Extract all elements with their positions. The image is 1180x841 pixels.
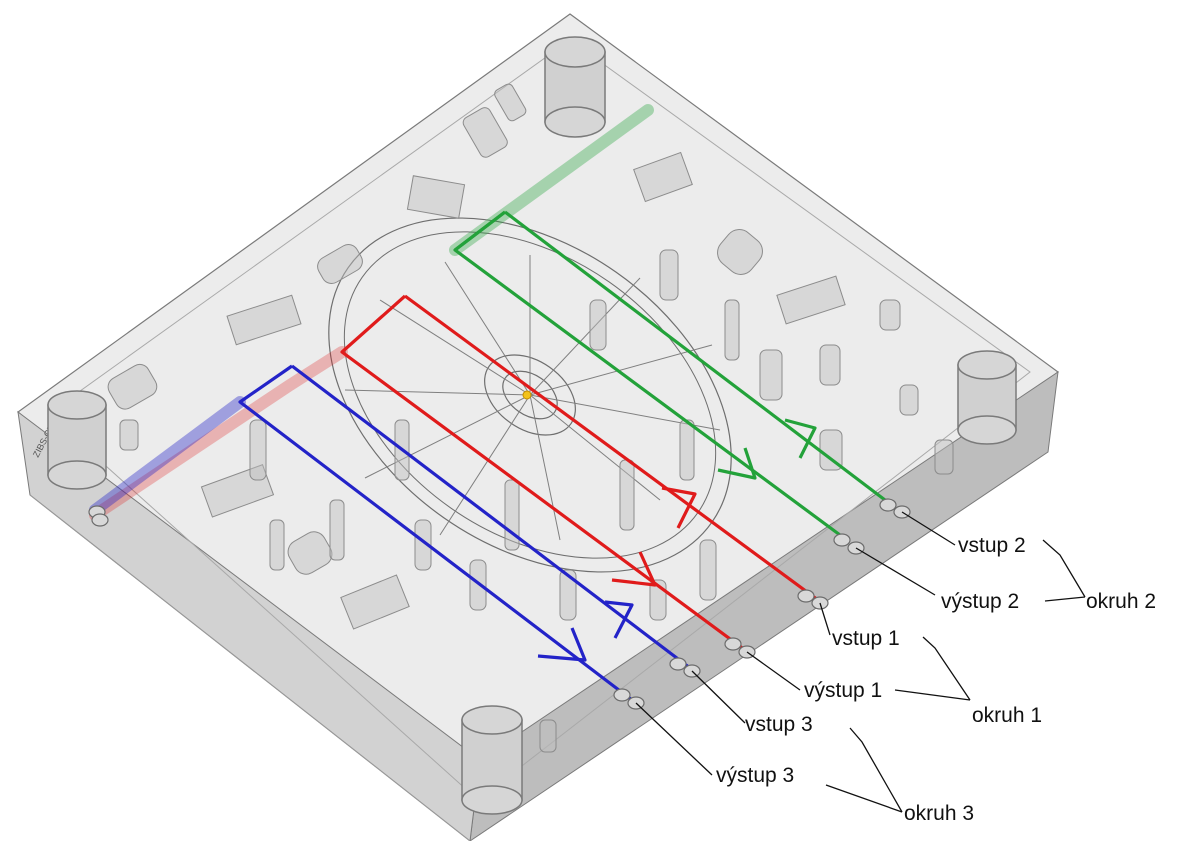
guide-bushing-right <box>957 350 1017 445</box>
circuit-3-arrow-in <box>604 600 634 639</box>
guide-bushings <box>47 36 1017 815</box>
label-vystup-2: výstup 2 <box>941 590 1019 613</box>
circuit-2-arrow-in <box>784 418 817 459</box>
circuit-2-channel <box>453 210 886 537</box>
leader-lines <box>635 511 1086 813</box>
guide-bushing-left <box>47 390 107 490</box>
guide-bushing-bottom <box>461 705 523 815</box>
label-vystup-1: výstup 1 <box>804 679 882 702</box>
circuit-1-arrow-out <box>611 551 657 587</box>
circuit-1-channel <box>340 294 819 652</box>
callout-labels: vstup 2 výstup 2 okruh 2 vstup 1 výstup … <box>716 534 1156 825</box>
circuit-3-arrow-out <box>537 627 587 662</box>
mold-side-face-left <box>17 410 481 841</box>
circuit-1-arrow-in <box>661 486 697 529</box>
label-okruh-2: okruh 2 <box>1086 590 1156 613</box>
mold-plate: ZIBS-CBG <box>17 13 1059 841</box>
circuit-2-arrow-out <box>717 447 757 480</box>
label-vstup-1: vstup 1 <box>832 627 900 650</box>
label-vstup-3: vstup 3 <box>745 713 813 736</box>
label-okruh-1: okruh 1 <box>972 704 1042 727</box>
internal-components <box>107 83 954 753</box>
mold-top-face <box>17 13 1059 835</box>
guide-bushing-top <box>544 36 606 138</box>
circuit-3-channel <box>238 364 691 702</box>
label-vystup-3: výstup 3 <box>716 764 794 787</box>
label-okruh-3: okruh 3 <box>904 802 974 825</box>
mold-side-face-right <box>469 370 1059 841</box>
label-vstup-2: vstup 2 <box>958 534 1026 557</box>
